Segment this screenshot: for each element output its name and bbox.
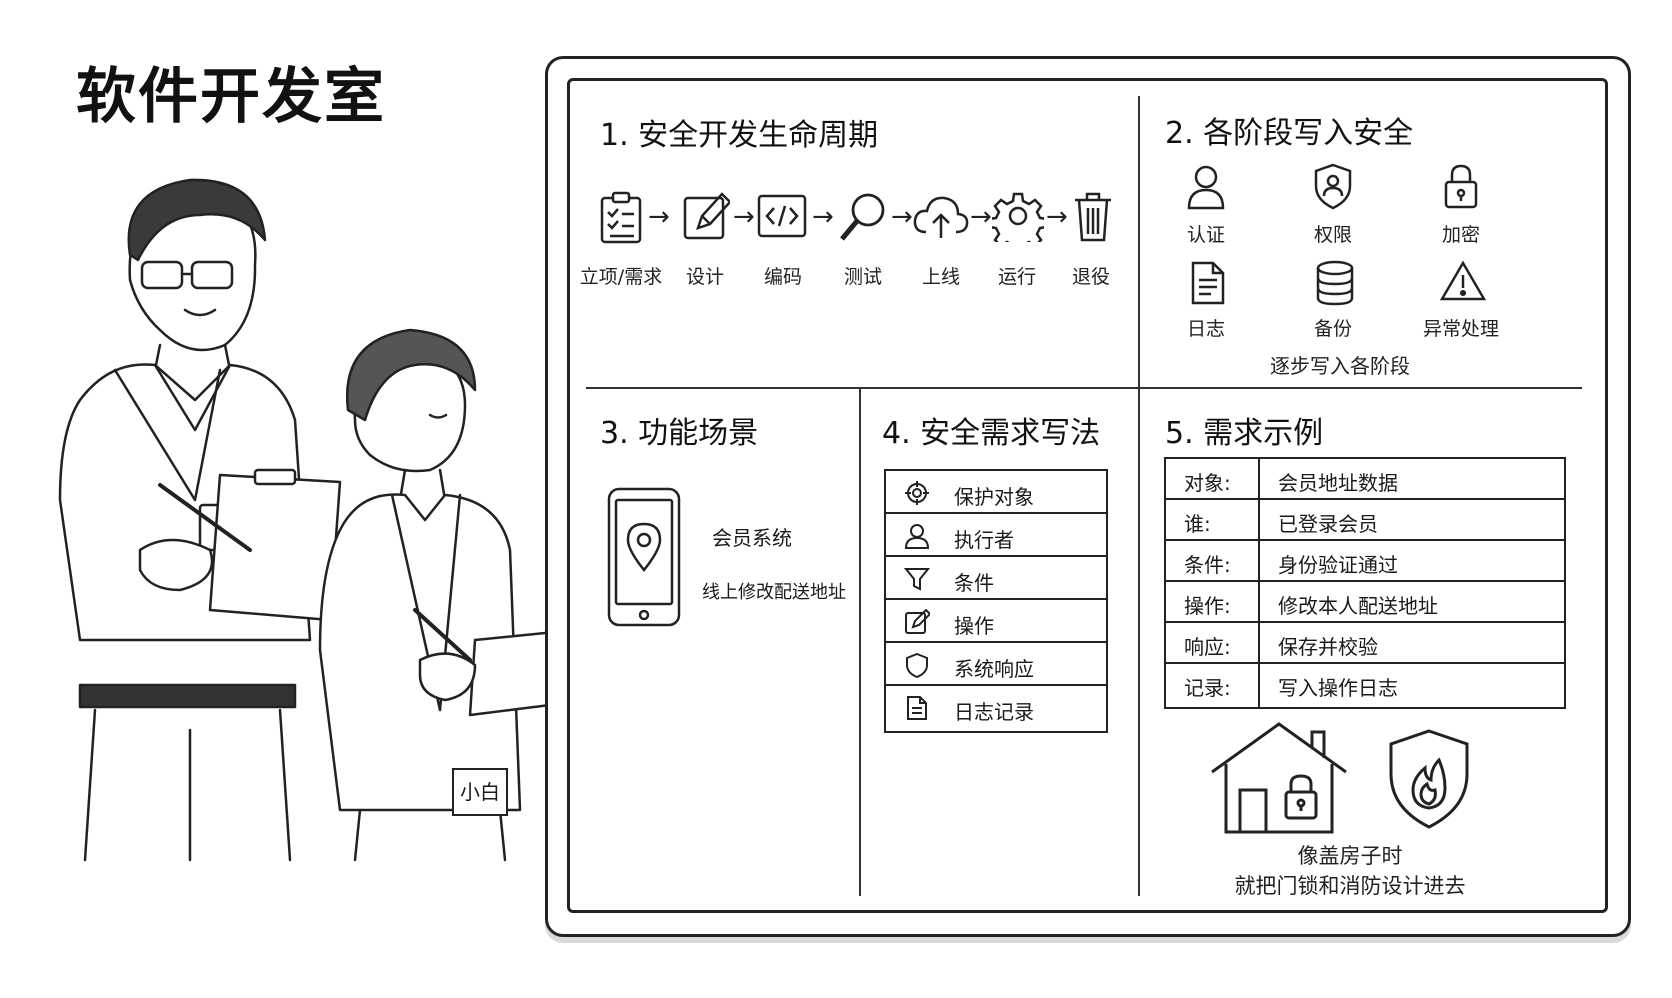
arrow-icon: →: [733, 202, 755, 232]
section-1-title: 1. 安全开发生命周期: [600, 118, 879, 153]
row-value: 会员地址数据: [1278, 471, 1398, 495]
arrow-icon: →: [812, 202, 834, 232]
arrow-icon: →: [970, 202, 992, 232]
section-4-title: 4. 安全需求写法: [882, 416, 1101, 451]
document-icon: [904, 695, 930, 725]
shield-fire-icon: [1387, 728, 1471, 830]
name-badge: 小白: [452, 768, 508, 816]
clipboard-icon: [598, 190, 644, 244]
step-label: 立项/需求: [579, 266, 663, 288]
table-row: 对象: 会员地址数据: [1166, 459, 1564, 500]
analogy-caption-line2: 就把门锁和消防设计进去: [1234, 874, 1466, 898]
row-key: 响应:: [1184, 635, 1231, 659]
step-label: 测试: [843, 266, 882, 288]
list-item: 条件: [886, 557, 1106, 600]
list-item-label: 条件: [954, 571, 994, 595]
row-value: 修改本人配送地址: [1278, 594, 1438, 618]
arrow-icon: →: [648, 202, 670, 232]
shield-user-icon: [1313, 162, 1353, 210]
trash-icon: [1072, 190, 1114, 244]
scenario-feature: 线上修改配送地址: [702, 582, 846, 603]
page-title: 软件开发室: [76, 62, 386, 132]
stage-label: 日志: [1186, 318, 1225, 340]
list-item-label: 系统响应: [954, 657, 1034, 681]
section-3-title: 3. 功能场景: [600, 416, 759, 451]
document-icon: [1190, 260, 1226, 306]
row-value: 写入操作日志: [1278, 676, 1398, 700]
divider-vertical-right: [1138, 96, 1140, 896]
row-key: 记录:: [1184, 676, 1231, 700]
stage-label: 认证: [1186, 224, 1225, 246]
row-key: 条件:: [1184, 553, 1231, 577]
table-row: 操作: 修改本人配送地址: [1166, 582, 1564, 623]
step-label: 运行: [997, 266, 1036, 288]
list-item-label: 执行者: [954, 528, 1014, 552]
list-item-label: 操作: [954, 614, 994, 638]
row-key: 操作:: [1184, 594, 1231, 618]
arrow-icon: →: [1046, 202, 1068, 232]
house-lock-icon: [1208, 720, 1350, 836]
pencil-icon: [682, 190, 730, 242]
edit-icon: [904, 608, 932, 639]
row-value: 保存并校验: [1278, 635, 1378, 659]
table-row: 记录: 写入操作日志: [1166, 664, 1564, 705]
analogy-caption-line1: 像盖房子时: [1297, 844, 1403, 868]
divider-horizontal: [586, 387, 1582, 389]
list-item: 执行者: [886, 514, 1106, 557]
row-key: 对象:: [1184, 471, 1231, 495]
code-icon: [757, 194, 807, 238]
step-label: 编码: [763, 266, 802, 288]
scenario-system: 会员系统: [712, 526, 792, 550]
smartphone-location-icon: [606, 486, 682, 628]
lock-icon: [1443, 162, 1479, 210]
requirement-example-table: 对象: 会员地址数据 谁: 已登录会员 条件: 身份验证通过 操作: 修改本人配…: [1164, 457, 1566, 709]
stage-label: 加密: [1441, 224, 1480, 246]
requirement-template-list: 保护对象 执行者 条件 操作 系统响应 日志记录: [884, 469, 1108, 733]
row-value: 已登录会员: [1278, 512, 1378, 536]
target-icon: [904, 480, 930, 510]
magnifier-icon: [838, 190, 888, 244]
divider-vertical-middle: [859, 389, 861, 896]
list-item: 操作: [886, 600, 1106, 643]
filter-icon: [903, 566, 931, 596]
row-value: 身份验证通过: [1278, 553, 1398, 577]
stage-caption: 逐步写入各阶段: [1270, 354, 1410, 378]
shield-icon: [904, 652, 930, 682]
section-5-title: 5. 需求示例: [1165, 416, 1324, 451]
user-icon: [1186, 164, 1226, 210]
database-icon: [1315, 260, 1355, 306]
list-item-label: 保护对象: [954, 485, 1034, 509]
user-icon: [904, 523, 930, 553]
arrow-icon: →: [891, 202, 913, 232]
list-item: 保护对象: [886, 471, 1106, 514]
cloud-upload-icon: [912, 192, 970, 242]
table-column-divider: [1258, 459, 1260, 707]
list-item: 系统响应: [886, 643, 1106, 686]
stage-label: 备份: [1313, 318, 1352, 340]
table-row: 条件: 身份验证通过: [1166, 541, 1564, 582]
stage-label: 异常处理: [1422, 318, 1499, 340]
list-item-label: 日志记录: [954, 700, 1034, 724]
list-item: 日志记录: [886, 686, 1106, 729]
step-label: 设计: [685, 266, 724, 288]
stage-label: 权限: [1313, 224, 1352, 246]
developers-illustration: [58, 178, 557, 862]
table-row: 响应: 保存并校验: [1166, 623, 1564, 664]
row-key: 谁:: [1184, 512, 1211, 536]
step-label: 上线: [921, 266, 960, 288]
step-label: 退役: [1071, 266, 1110, 288]
warning-icon: [1440, 260, 1486, 302]
section-2-title: 2. 各阶段写入安全: [1165, 116, 1414, 151]
table-row: 谁: 已登录会员: [1166, 500, 1564, 541]
gear-icon: [992, 190, 1044, 242]
